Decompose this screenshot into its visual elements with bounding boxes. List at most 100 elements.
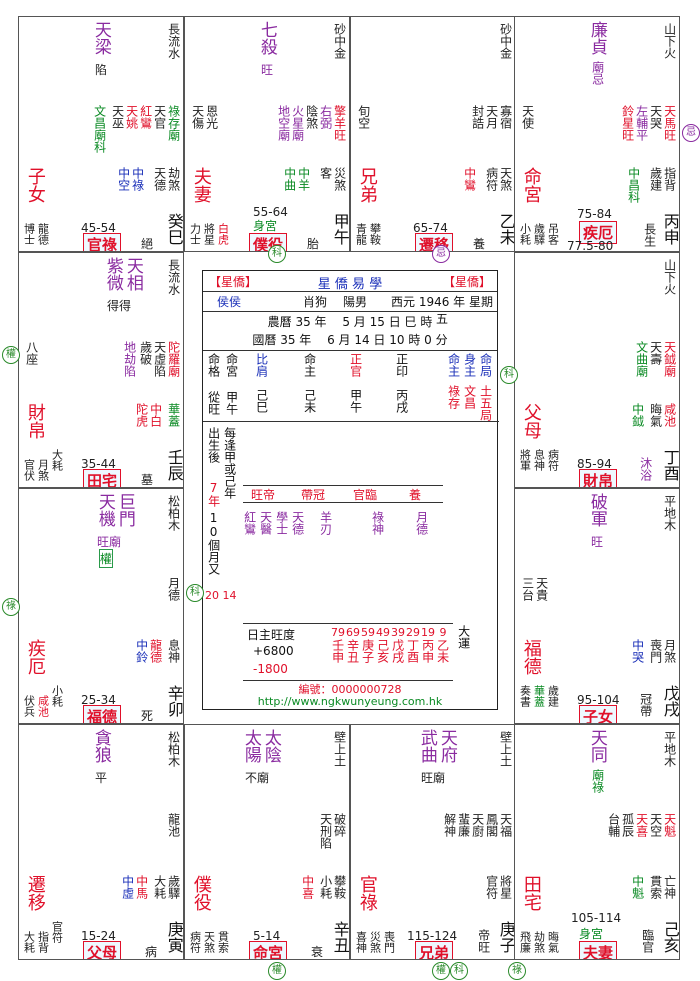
minor-enguang: 恩光 — [204, 105, 219, 129]
right-col-1: 大運 — [456, 625, 471, 649]
state-3: 官臨 — [353, 488, 378, 502]
age-range: 115-124 — [407, 929, 458, 943]
age-range: 55-64 — [253, 205, 288, 219]
zhibei: 指背 — [36, 931, 50, 953]
jiesha: 劫煞 — [532, 931, 546, 953]
palace-label: 命宮 — [249, 941, 288, 959]
ming-gong: 命宮 甲午 — [224, 353, 239, 415]
badge-ji-top: 忌 — [432, 245, 450, 263]
xishen: 息神 — [532, 449, 546, 471]
tiansha: 天煞 — [202, 931, 216, 953]
palace-name: 夫妻 — [190, 167, 212, 203]
shensha-2: 貫索 — [648, 875, 663, 899]
zhu-2: 身主 — [462, 353, 477, 377]
badge-ke-right: 科 — [500, 366, 518, 384]
minor-tianxing: 天刑陷 — [318, 813, 333, 849]
palace-zi[interactable]: 武曲 天府 旺廟 壁上土 天福 鳳閣 天廚 蜚廉 解神 將星 官符 官祿 115… — [350, 724, 516, 960]
element: 砂中金 — [498, 23, 513, 59]
website-link[interactable]: http://www.ngkwunyeung.com.hk — [257, 695, 443, 708]
star-status: 陷 — [95, 63, 108, 77]
palace-yin[interactable]: 貪狼 平 松柏木 龍池 歲驛 大耗 中馬 中虛 遷移 15-24 父母 大耗 指… — [18, 724, 184, 960]
da-yun-ganzhi: 己亥 — [375, 639, 390, 663]
suiyi: 歲驛 — [532, 223, 546, 245]
palace-wei[interactable]: 砂中金 寡宿 天月 封誥 旬空 天煞 病符 中鸞 兄弟 65-74 遷移 青龍 … — [350, 16, 516, 252]
palace-label: 父母 — [83, 941, 122, 959]
palace-label: 子女 — [579, 705, 618, 723]
shensha-1: 劫煞 — [166, 167, 181, 191]
state-row: 旺帝 帶冠 官臨 養 — [243, 485, 443, 503]
minor-tianchu: 天廚 — [470, 813, 485, 837]
shen-star-5: 羊刃 — [318, 511, 333, 535]
minor-zuofu: 左輔平 — [634, 105, 649, 141]
element: 山下火 — [662, 23, 677, 59]
age-range: 35-44 — [81, 457, 116, 471]
main-star-2: 巨門 — [114, 493, 135, 527]
minor-tianku: 天哭 — [648, 105, 663, 129]
state-4: 養 — [409, 488, 422, 502]
palace-si[interactable]: 天梁 陷 長流水 祿存廟 天官 紅鸞 天姚 天巫 文昌廟科 劫煞 天德 中祿 中… — [18, 16, 184, 252]
minor-dijie: 地劫陷 — [122, 341, 137, 377]
palace-xu[interactable]: 破軍 旺 平地木 天貴 三台 月煞 喪門 中哭 福德 95-104 子女 奏書 … — [514, 488, 680, 724]
huagai: 華蓋 — [532, 685, 546, 707]
lishi: 力士 — [188, 223, 202, 245]
palace-you[interactable]: 山下火 天鉞廟 天壽 文曲廟 咸池 晦氣 中鉞 父母 85-94 財帛 將軍 息… — [514, 252, 680, 488]
ganzhi: 癸巳 — [164, 213, 184, 245]
badge-ke-bottom: 科 — [450, 962, 468, 980]
minor-tianxi: 天喜 — [634, 813, 649, 837]
element: 壁上土 — [332, 731, 347, 767]
palace-shen[interactable]: 廉貞 廟忌 山下火 天馬旺 天哭 左輔平 鈴星旺 天使 指背 歲建 中昌科 命宮… — [514, 16, 680, 252]
sub-2: 中鈴 — [134, 639, 149, 663]
star-status: 廟忌 — [590, 61, 605, 85]
shen-star-1: 紅鸞 — [242, 511, 257, 535]
palace-name: 田宅 — [520, 875, 542, 911]
age-range: 85-94 — [577, 457, 612, 471]
guanfu: 官符 — [50, 921, 64, 943]
main-star: 破軍 — [586, 493, 607, 527]
palace-wu[interactable]: 七殺 旺 砂中金 擎羊旺 右弼 陰煞 火星廟 地空廟 恩光 天傷 災煞 客 中羊… — [184, 16, 350, 252]
xiaohao: 小耗 — [518, 223, 532, 245]
shensha-1: 攀鞍 — [332, 875, 347, 899]
state-1: 旺帝 — [251, 488, 276, 502]
palace-mao[interactable]: 天機 巨門 旺廟 權 松柏木 月德 息神 龍德 中鈴 疾厄 25-34 福德 伏… — [18, 488, 184, 724]
da-yun-ganzhi: 辛丑 — [345, 639, 360, 663]
state-2: 帶冠 — [301, 488, 326, 502]
badge-ke-top: 科 — [268, 245, 286, 263]
minor-tianfu: 天福 — [498, 813, 513, 837]
age-range: 5-14 — [253, 929, 281, 943]
palace-chen[interactable]: 紫微 天相 得得 長流水 陀羅廟 天虛陷 歲破 地劫陷 八座 華蓋 中白 陀虎 … — [18, 252, 184, 488]
fubing: 伏兵 — [22, 695, 36, 717]
ganzhi: 己亥 — [660, 921, 680, 953]
palace-name: 遷移 — [24, 875, 46, 911]
minor-tianshang: 天傷 — [190, 105, 205, 129]
dahao: 大耗 — [22, 931, 36, 953]
zhu-3: 命局 — [478, 353, 493, 377]
sub-1: 中馬 — [134, 875, 149, 899]
palace-hai[interactable]: 天同 廟祿 平地木 天魁 天空 天喜 孤辰 台輔 亡神 貫索 中魁 田宅 105… — [514, 724, 680, 960]
minor-tuoluo: 陀羅廟 — [166, 341, 181, 377]
element: 松柏木 — [166, 495, 181, 531]
da-yun-age: 69 — [346, 626, 360, 639]
palace-label: 財帛 — [579, 469, 618, 487]
star-status: 旺廟 — [421, 771, 446, 785]
shen-star-4: 天德 — [290, 511, 305, 535]
shensha-2: 病符 — [484, 167, 499, 191]
ming-ge: 命格 從旺 — [206, 353, 221, 415]
sangmen: 喪門 — [382, 931, 396, 953]
body-palace: 身宮 — [253, 219, 278, 233]
bingfu: 病符 — [546, 449, 560, 471]
badge-ji-right: 忌 — [682, 124, 700, 142]
suijian: 歲建 — [546, 685, 560, 707]
feilian: 飛廉 — [518, 931, 532, 953]
sub-1: 中鸞 — [462, 167, 477, 191]
element: 平地木 — [662, 495, 677, 531]
palace-chou[interactable]: 太陽 太陰 不廟 壁上土 破碎 天刑陷 攀鞍 小耗 中喜 僕役 5-14 命宮 … — [184, 724, 350, 960]
minor-wenchang: 文昌廟科 — [92, 105, 107, 153]
badge-quan-left: 權 — [2, 346, 20, 364]
pillar-gz-3: 甲午 — [348, 389, 363, 413]
age-range: 65-74 — [413, 221, 448, 235]
dahao: 大耗 — [50, 449, 64, 471]
palace-name: 財帛 — [24, 403, 46, 439]
ganzhi: 甲午 — [330, 213, 350, 245]
